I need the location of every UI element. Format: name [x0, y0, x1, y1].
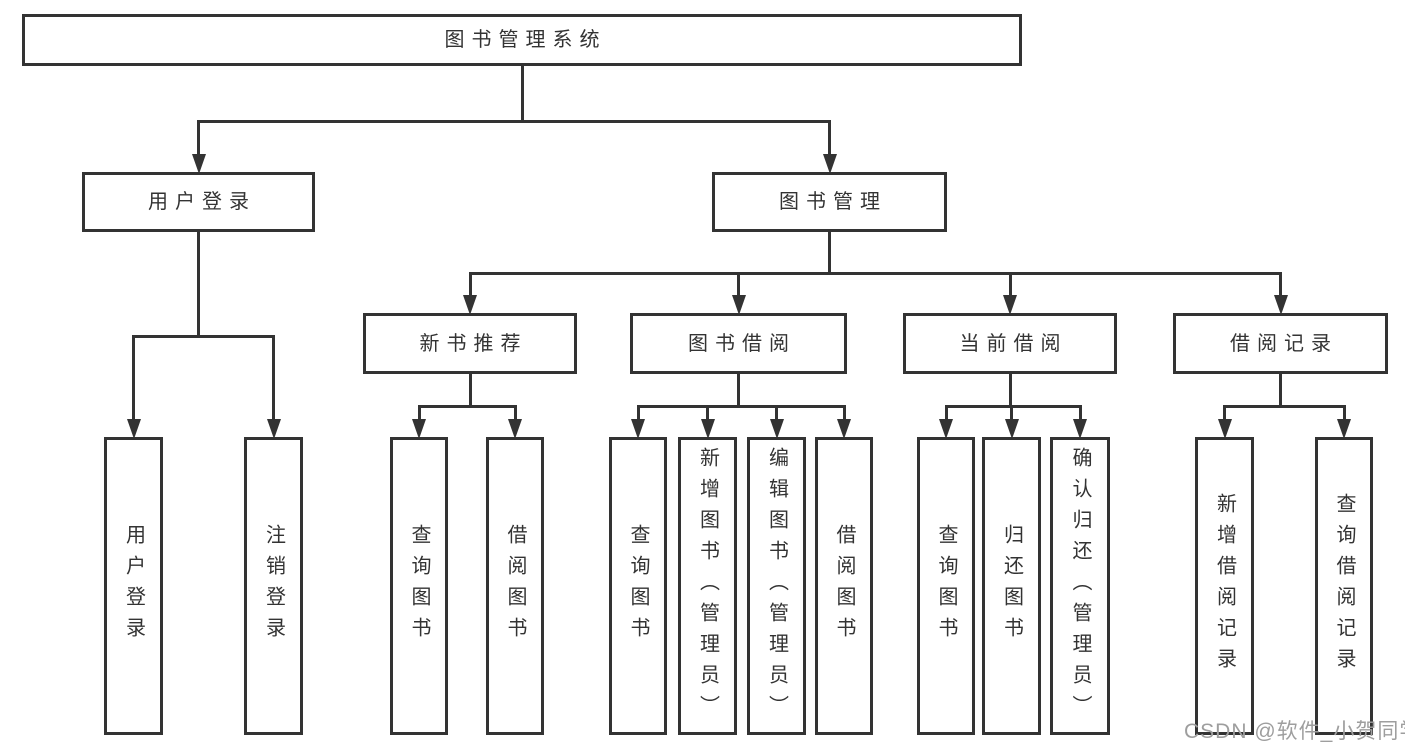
arrowhead-down-icon [1003, 295, 1017, 315]
node-label: 新增图书（管理员） [696, 446, 719, 726]
node-query-books-3: 查询图书 [917, 437, 975, 735]
node-label: 借阅图书 [833, 524, 855, 648]
node-query-borrow-record: 查询借阅记录 [1315, 437, 1373, 735]
connector-line [706, 405, 709, 423]
node-book-management: 图书管理 [712, 172, 947, 232]
connector-line [944, 405, 948, 423]
connector-line [1342, 405, 1346, 423]
connector-line [197, 120, 831, 123]
node-label: 用户登录 [148, 191, 256, 213]
arrowhead-down-icon [837, 419, 851, 439]
node-label: 图书借阅 [688, 332, 796, 355]
arrowhead-down-icon [1337, 419, 1351, 439]
connector-line [944, 405, 1082, 408]
arrowhead-down-icon [1004, 419, 1019, 439]
arrowhead-down-icon [769, 419, 784, 439]
node-label: 用户登录 [122, 524, 145, 648]
connector-line [737, 272, 740, 299]
connector-line [1010, 405, 1013, 423]
node-add-books-admin: 新增图书（管理员） [678, 437, 737, 735]
connector-line [520, 64, 524, 123]
connector-line [513, 405, 517, 423]
connector-line [468, 272, 1282, 275]
arrowhead-down-icon [700, 419, 715, 439]
node-label: 借阅图书 [504, 524, 526, 648]
node-borrow-books-2: 借阅图书 [815, 437, 873, 735]
node-user-login-op: 用户登录 [104, 437, 163, 735]
arrowhead-down-icon [631, 419, 645, 439]
node-borrowing-records: 借阅记录 [1173, 313, 1388, 374]
connector-line [272, 335, 275, 423]
arrowhead-down-icon [463, 295, 477, 315]
arrowhead-down-icon [1217, 419, 1232, 439]
node-label: 新增借阅记录 [1213, 493, 1236, 679]
connector-line [197, 120, 200, 158]
node-label: 查询图书 [627, 524, 649, 648]
node-query-books-2: 查询图书 [609, 437, 667, 735]
node-label: 借阅记录 [1230, 332, 1338, 355]
connector-line [828, 230, 831, 275]
node-label: 归还图书 [1000, 524, 1023, 648]
connector-line [1078, 405, 1082, 423]
connector-line [828, 120, 831, 158]
node-logout-op: 注销登录 [244, 437, 303, 735]
connector-line [1279, 372, 1282, 408]
connector-line [197, 230, 200, 338]
connector-line [1223, 405, 1346, 408]
connector-line [1008, 372, 1012, 408]
node-root: 图书管理系统 [22, 14, 1022, 66]
node-add-borrow-record: 新增借阅记录 [1195, 437, 1254, 735]
node-label: 注销登录 [262, 524, 285, 648]
node-current-borrowing: 当前借阅 [903, 313, 1117, 374]
connector-line [842, 405, 846, 423]
node-edit-books-admin: 编辑图书（管理员） [747, 437, 806, 735]
node-label: 图书管理 [779, 191, 887, 213]
connector-line [737, 372, 740, 408]
connector-line [132, 335, 275, 338]
node-label: 图书管理系统 [444, 29, 607, 51]
connector-line [417, 405, 517, 408]
node-user-login: 用户登录 [82, 172, 315, 232]
connector-line [636, 405, 640, 423]
connector-line [132, 335, 135, 423]
node-confirm-return-admin: 确认归还（管理员） [1050, 437, 1110, 735]
arrowhead-down-icon [266, 419, 281, 439]
arrowhead-down-icon [822, 154, 837, 174]
arrowhead-down-icon [191, 154, 206, 174]
connector-line [636, 405, 846, 408]
arrowhead-down-icon [126, 419, 141, 439]
node-label: 确认归还（管理员） [1069, 446, 1091, 726]
connector-line [417, 405, 421, 423]
arrowhead-down-icon [508, 419, 522, 439]
node-new-book-recommend: 新书推荐 [363, 313, 577, 374]
arrowhead-down-icon [1073, 419, 1087, 439]
connector-line [1223, 405, 1226, 423]
connector-line [1279, 272, 1282, 299]
arrowhead-down-icon [412, 419, 426, 439]
node-book-borrowing: 图书借阅 [630, 313, 847, 374]
node-label: 查询图书 [408, 524, 430, 648]
connector-line [775, 405, 778, 423]
node-label: 编辑图书（管理员） [765, 446, 788, 726]
node-return-books: 归还图书 [982, 437, 1041, 735]
node-borrow-books-1: 借阅图书 [486, 437, 544, 735]
connector-line [468, 372, 472, 408]
watermark: CSDN @软件_小贺同学 [1184, 720, 1405, 743]
connector-line [1008, 272, 1012, 299]
node-label: 当前借阅 [959, 332, 1068, 355]
arrowhead-down-icon [939, 419, 953, 439]
arrowhead-down-icon [731, 295, 746, 315]
node-query-books-1: 查询图书 [390, 437, 448, 735]
connector-line [468, 272, 472, 299]
arrowhead-down-icon [1273, 295, 1288, 315]
node-label: 查询图书 [935, 524, 957, 648]
node-label: 新书推荐 [419, 332, 528, 355]
node-label: 查询借阅记录 [1333, 493, 1355, 679]
